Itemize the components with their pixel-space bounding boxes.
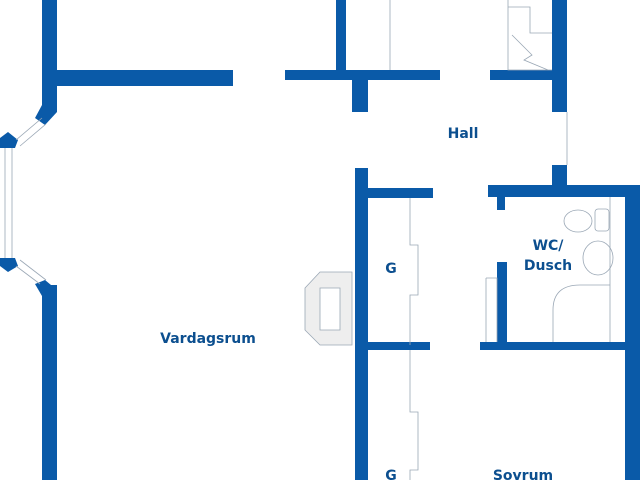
room-label-wardrobe-2: G — [385, 468, 397, 484]
closet-doors-2 — [409, 350, 419, 480]
closet-doors-1 — [409, 198, 419, 345]
bathroom-label-line2: Dusch — [523, 258, 573, 274]
toilet-icon — [563, 209, 593, 233]
room-label-wardrobe-1: G — [385, 261, 397, 277]
fireplace — [304, 271, 353, 346]
room-label-bathroom: WC/ Dusch — [524, 236, 572, 276]
shower-icon — [552, 197, 611, 342]
room-label-bedroom: Sovrum — [492, 468, 554, 484]
room-label-living-room: Vardagsrum — [160, 331, 256, 347]
bathroom-label-line1: WC/ — [532, 238, 564, 254]
windows-and-fixtures — [4, 0, 614, 480]
room-label-hall: Hall — [447, 126, 479, 142]
sink-icon — [582, 240, 614, 276]
